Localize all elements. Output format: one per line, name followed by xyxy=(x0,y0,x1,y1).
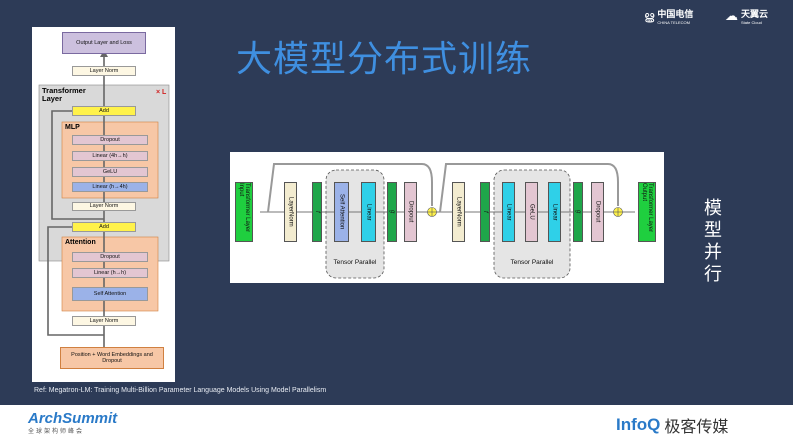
transformer-input-box: Transformer Layer Input xyxy=(235,182,253,242)
mlp-title: MLP xyxy=(65,124,80,131)
china-telecom-en-text: CHINA TELECOM xyxy=(657,20,690,25)
infoq-logo: InfoQ 极客传媒 xyxy=(616,413,728,437)
attn-linear-box: Linear (h→h) xyxy=(72,268,148,278)
state-cloud-logo: ☁ 天翼云 State Cloud xyxy=(725,7,768,25)
archsummit-sub-text: 全球架构师峰会 xyxy=(28,429,85,435)
add-top-box: Add xyxy=(72,106,136,116)
dropout-1-box: Dropout xyxy=(404,182,417,242)
add-bottom-box: Add xyxy=(72,222,136,232)
transformer-output-box: Transformer Layer Output xyxy=(638,182,656,242)
residual-path-2 xyxy=(51,110,104,220)
dropout-2-box: Dropout xyxy=(591,182,604,242)
reference-text: Ref: Megatron-LM: Training Multi-Billion… xyxy=(34,387,327,394)
state-cloud-text: 天翼云 xyxy=(741,9,769,19)
mlp-linear-h-4h-box: Linear (h→4h) xyxy=(72,182,148,192)
china-telecom-logo: ൠ 中国电信 CHINA TELECOM xyxy=(644,7,694,26)
residual-path-1 xyxy=(47,226,104,336)
layer-norm-top: Layer Norm xyxy=(72,66,136,76)
layernorm-1-box: LayerNorm xyxy=(284,182,297,242)
archsummit-text: ArchSummit xyxy=(28,410,118,427)
self-attention-box: Self Attention xyxy=(72,287,148,301)
output-layer-box: Output Layer and Loss xyxy=(62,32,146,54)
footer-bar: ArchSummit 全球架构师峰会 InfoQ 极客传媒 xyxy=(0,405,793,446)
telecom-swirl-icon: ൠ xyxy=(644,8,655,23)
linear-1-box: Linear xyxy=(361,182,376,242)
mlp-dropout-box: Dropout xyxy=(72,135,148,145)
china-telecom-text: 中国电信 xyxy=(657,9,694,19)
infoq-cn-text: 极客传媒 xyxy=(664,417,729,436)
f-1-box: f xyxy=(312,182,322,242)
linear-3-box: Linear xyxy=(548,182,561,242)
state-cloud-en-text: State Cloud xyxy=(741,20,762,25)
repeat-mark: × L xyxy=(156,89,167,96)
slide: ൠ 中国电信 CHINA TELECOM ☁ 天翼云 State Cloud 大… xyxy=(32,7,769,394)
layer-norm-mid: Layer Norm xyxy=(72,202,136,211)
mlp-gelu-box: GeLU xyxy=(72,167,148,177)
archsummit-logo: ArchSummit 全球架构师峰会 xyxy=(28,411,117,435)
linear-2-box: Linear xyxy=(502,182,515,242)
layer-norm-bottom: Layer Norm xyxy=(72,316,136,326)
g-2-box: g xyxy=(573,182,583,242)
slide-title: 大模型分布式训练 xyxy=(236,39,533,80)
layernorm-2-box: LayerNorm xyxy=(452,182,465,242)
self-attention-box-right: Self Attention xyxy=(334,182,349,242)
g-1-box: g xyxy=(387,182,397,242)
mlp-linear-4h-h-box: Linear (4h→h) xyxy=(72,151,148,161)
side-text-model-parallel: 模型并行 xyxy=(704,198,722,285)
transformer-architecture-diagram: Output Layer and Loss Layer Norm Transfo… xyxy=(32,27,175,382)
infoq-text: InfoQ xyxy=(616,415,661,434)
attention-title: Attention xyxy=(65,239,96,246)
gelu-box: GeLU xyxy=(525,182,538,242)
tensor-parallel-label-1: Tensor Parallel xyxy=(333,259,377,267)
embedding-box: Position + Word Embeddings and Dropout xyxy=(60,347,164,369)
tensor-parallel-diagram: Transformer Layer Input LayerNorm f Self… xyxy=(230,152,664,283)
attn-dropout-box: Dropout xyxy=(72,252,148,262)
transformer-layer-label: Transformer Layer xyxy=(42,86,86,104)
f-2-box: f xyxy=(480,182,490,242)
cloud-icon: ☁ xyxy=(725,8,738,23)
tensor-parallel-label-2: Tensor Parallel xyxy=(510,259,554,267)
